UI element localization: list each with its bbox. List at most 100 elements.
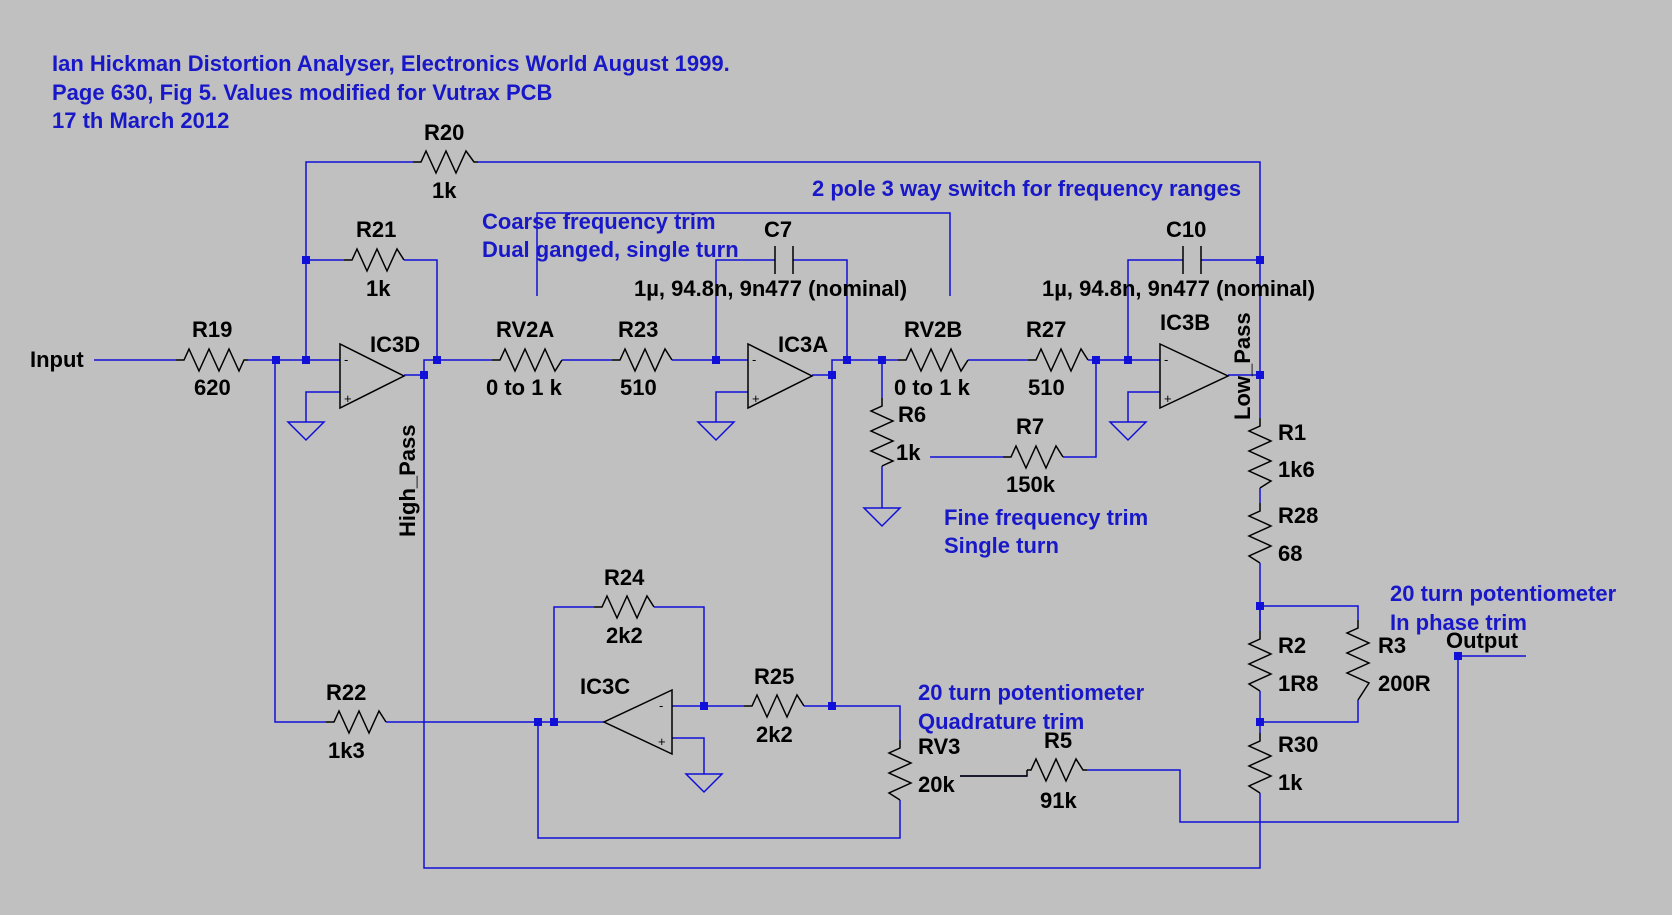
junction: [828, 702, 836, 710]
junctions: [272, 256, 1462, 726]
resistors: [176, 149, 1371, 801]
junction: [1256, 602, 1264, 610]
label-r21-ref: R21: [356, 217, 396, 242]
title-block: Ian Hickman Distortion Analyser, Electro…: [52, 51, 730, 133]
note-quad-line-1: 20 turn potentiometer: [918, 680, 1145, 705]
note-inphase-line-2: In phase trim: [1390, 610, 1527, 635]
label-r19-value: 620: [194, 375, 231, 400]
svg-text:-: -: [752, 352, 756, 367]
label-r27-value: 510: [1028, 375, 1065, 400]
junction: [1454, 652, 1462, 660]
opamp-label-ic3a: IC3A: [778, 332, 828, 357]
junction: [302, 356, 310, 364]
svg-text:+: +: [658, 734, 666, 749]
label-r30-ref: R30: [1278, 732, 1318, 757]
wire-c7-right: [793, 259, 848, 360]
wire-r24-right: [654, 606, 705, 706]
label-c7-ref: C7: [764, 217, 792, 242]
label-c7-value: 1µ, 94.8n, 9n477 (nominal): [634, 276, 907, 301]
junction: [1256, 371, 1264, 379]
resistor-r27: [1028, 347, 1089, 373]
resistor-r22: [326, 709, 387, 735]
wire-r3-top: [1260, 605, 1359, 620]
wire-rv3-loop: [537, 722, 901, 839]
wire-high-pass: [423, 375, 1261, 869]
opamp-ic3b-symbol: - +: [1159, 342, 1230, 410]
opamp-ic3c-symbol: - +: [602, 688, 673, 756]
label-r28-ref: R28: [1278, 503, 1318, 528]
junction: [420, 371, 428, 379]
opamp-label-ic3c: IC3C: [580, 674, 630, 699]
resistor-r19: [176, 347, 248, 373]
label-r1-value: 1k6: [1278, 457, 1315, 482]
resistor-r20: [413, 149, 478, 175]
resistor-r7: [1003, 444, 1064, 470]
ground-icon: [1108, 421, 1148, 442]
resistor-r21: [344, 247, 405, 273]
label-c10-value: 1µ, 94.8n, 9n477 (nominal): [1042, 276, 1315, 301]
junction: [828, 371, 836, 379]
note-fine-line-1: Fine frequency trim: [944, 505, 1148, 530]
wire-ic3a-out: [812, 359, 898, 376]
opamp-label-ic3b: IC3B: [1160, 310, 1210, 335]
wire-ic3b-gnd: [1127, 391, 1160, 422]
label-r2-value: 1R8: [1278, 671, 1318, 696]
wire-switch-link: [536, 212, 951, 296]
title-line-2: Page 630, Fig 5. Values modified for Vut…: [52, 80, 552, 105]
label-r30-value: 1k: [1278, 770, 1303, 795]
label-r20-ref: R20: [424, 120, 464, 145]
note-coarse-line-1: Coarse frequency trim: [482, 209, 716, 234]
resistor-r28: [1247, 503, 1273, 564]
junction: [433, 356, 441, 364]
label-r22-value: 1k3: [328, 738, 365, 763]
junction: [1256, 718, 1264, 726]
wire-ic3d-gnd: [305, 391, 340, 422]
label-r27-ref: R27: [1026, 317, 1066, 342]
resistor-r2: [1247, 631, 1273, 692]
resistor-r25: [744, 693, 805, 719]
junction: [1092, 356, 1100, 364]
wire-r7-right: [1063, 360, 1097, 458]
label-r5-ref: R5: [1044, 728, 1072, 753]
ground-icon: [696, 421, 736, 442]
resistor-rv2b: [898, 347, 969, 373]
svg-text:-: -: [1164, 352, 1168, 367]
label-r7-ref: R7: [1016, 414, 1044, 439]
resistor-r6: [869, 398, 895, 467]
junction: [700, 702, 708, 710]
wire-r24-left: [553, 606, 594, 722]
capacitors: [774, 246, 1202, 274]
label-rv2b-value: 0 to 1 k: [894, 375, 971, 400]
resistor-r30: [1247, 733, 1273, 794]
title-line-3: 17 th March 2012: [52, 108, 229, 133]
capacitor-c10: [1182, 246, 1202, 274]
label-r2-ref: R2: [1278, 633, 1306, 658]
resistor-r5: [1027, 757, 1087, 783]
wire-c10-left: [1127, 259, 1183, 360]
opamp-ic3d-symbol: - +: [339, 342, 406, 410]
svg-text:+: +: [752, 391, 760, 406]
wires: [94, 161, 1526, 869]
wire-output-down: [1087, 656, 1459, 823]
label-r28-value: 68: [1278, 541, 1302, 566]
opamp-ic3a-symbol: - +: [747, 342, 814, 410]
resistor-rv3: [887, 740, 913, 801]
net-label-input: Input: [30, 347, 84, 372]
label-rv2a-value: 0 to 1 k: [486, 375, 563, 400]
label-r23-value: 510: [620, 375, 657, 400]
junction: [550, 718, 558, 726]
label-rv2b-ref: RV2B: [904, 317, 962, 342]
resistor-r5-lead: [960, 770, 1028, 777]
label-r21-value: 1k: [366, 276, 391, 301]
label-c10-ref: C10: [1166, 217, 1206, 242]
opamp-label-ic3d: IC3D: [370, 332, 420, 357]
note-quad-line-2: Quadrature trim: [918, 709, 1084, 734]
label-rv3-ref: RV3: [918, 734, 960, 759]
svg-text:-: -: [344, 352, 348, 367]
junction: [712, 356, 720, 364]
resistor-r3: [1345, 620, 1371, 701]
net-label-output: Output: [1446, 628, 1519, 653]
ground-symbols: [286, 421, 1148, 794]
junction: [534, 718, 542, 726]
